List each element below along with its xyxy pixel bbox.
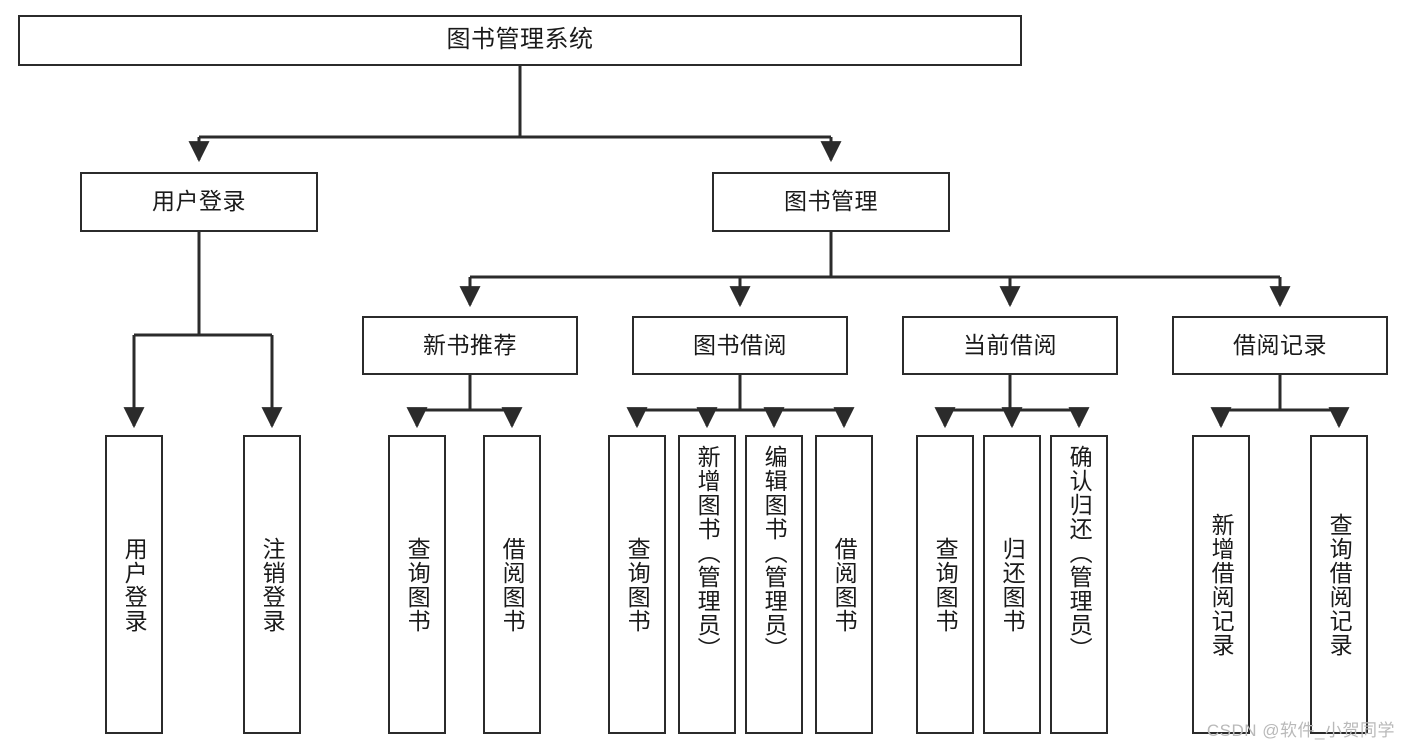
node-label: 借阅图书 bbox=[499, 536, 526, 633]
node-label: 注销登录 bbox=[259, 536, 286, 633]
watermark-text: CSDN @软件_小贺同学 bbox=[1206, 721, 1395, 740]
node-label: 用户登录 bbox=[121, 536, 148, 633]
node-label: 新增图书（管理员） bbox=[694, 445, 721, 661]
node-leaf-query-borrow-record[interactable]: 查询借阅记录 bbox=[1310, 435, 1368, 734]
node-label: 查询图书 bbox=[932, 536, 959, 633]
node-borrow-record[interactable]: 借阅记录 bbox=[1172, 316, 1388, 375]
node-label: 图书管理系统 bbox=[446, 26, 594, 54]
node-label: 图书借阅 bbox=[693, 331, 787, 358]
node-label: 新增借阅记录 bbox=[1208, 512, 1235, 657]
node-leaf-query-book-1[interactable]: 查询图书 bbox=[388, 435, 446, 734]
node-label: 查询图书 bbox=[624, 536, 651, 633]
node-label: 查询图书 bbox=[404, 536, 431, 633]
node-book-manage[interactable]: 图书管理 bbox=[712, 172, 950, 232]
node-leaf-edit-book-admin[interactable]: 编辑图书（管理员） bbox=[745, 435, 803, 734]
node-root-book-management-system[interactable]: 图书管理系统 bbox=[18, 15, 1022, 66]
node-leaf-logout-login[interactable]: 注销登录 bbox=[243, 435, 301, 734]
node-label: 新书推荐 bbox=[423, 331, 517, 358]
node-leaf-confirm-return-admin[interactable]: 确认归还（管理员） bbox=[1050, 435, 1108, 734]
node-label: 归还图书 bbox=[999, 536, 1026, 633]
node-label: 查询借阅记录 bbox=[1326, 512, 1353, 657]
node-label: 借阅图书 bbox=[831, 536, 858, 633]
node-leaf-borrow-book-2[interactable]: 借阅图书 bbox=[815, 435, 873, 734]
node-leaf-return-book[interactable]: 归还图书 bbox=[983, 435, 1041, 734]
node-current-borrow[interactable]: 当前借阅 bbox=[902, 316, 1118, 375]
node-label: 用户登录 bbox=[152, 188, 246, 215]
node-book-borrow[interactable]: 图书借阅 bbox=[632, 316, 848, 375]
node-label: 编辑图书（管理员） bbox=[761, 445, 788, 661]
node-leaf-user-login[interactable]: 用户登录 bbox=[105, 435, 163, 734]
node-new-book-recommend[interactable]: 新书推荐 bbox=[362, 316, 578, 375]
node-leaf-add-borrow-record[interactable]: 新增借阅记录 bbox=[1192, 435, 1250, 734]
node-leaf-add-book-admin[interactable]: 新增图书（管理员） bbox=[678, 435, 736, 734]
node-label: 当前借阅 bbox=[963, 331, 1057, 358]
node-label: 图书管理 bbox=[784, 188, 878, 215]
node-user-login[interactable]: 用户登录 bbox=[80, 172, 318, 232]
node-leaf-query-book-3[interactable]: 查询图书 bbox=[916, 435, 974, 734]
node-leaf-query-book-2[interactable]: 查询图书 bbox=[608, 435, 666, 734]
node-label: 确认归还（管理员） bbox=[1066, 445, 1093, 661]
node-label: 借阅记录 bbox=[1233, 331, 1327, 358]
node-leaf-borrow-book-1[interactable]: 借阅图书 bbox=[483, 435, 541, 734]
